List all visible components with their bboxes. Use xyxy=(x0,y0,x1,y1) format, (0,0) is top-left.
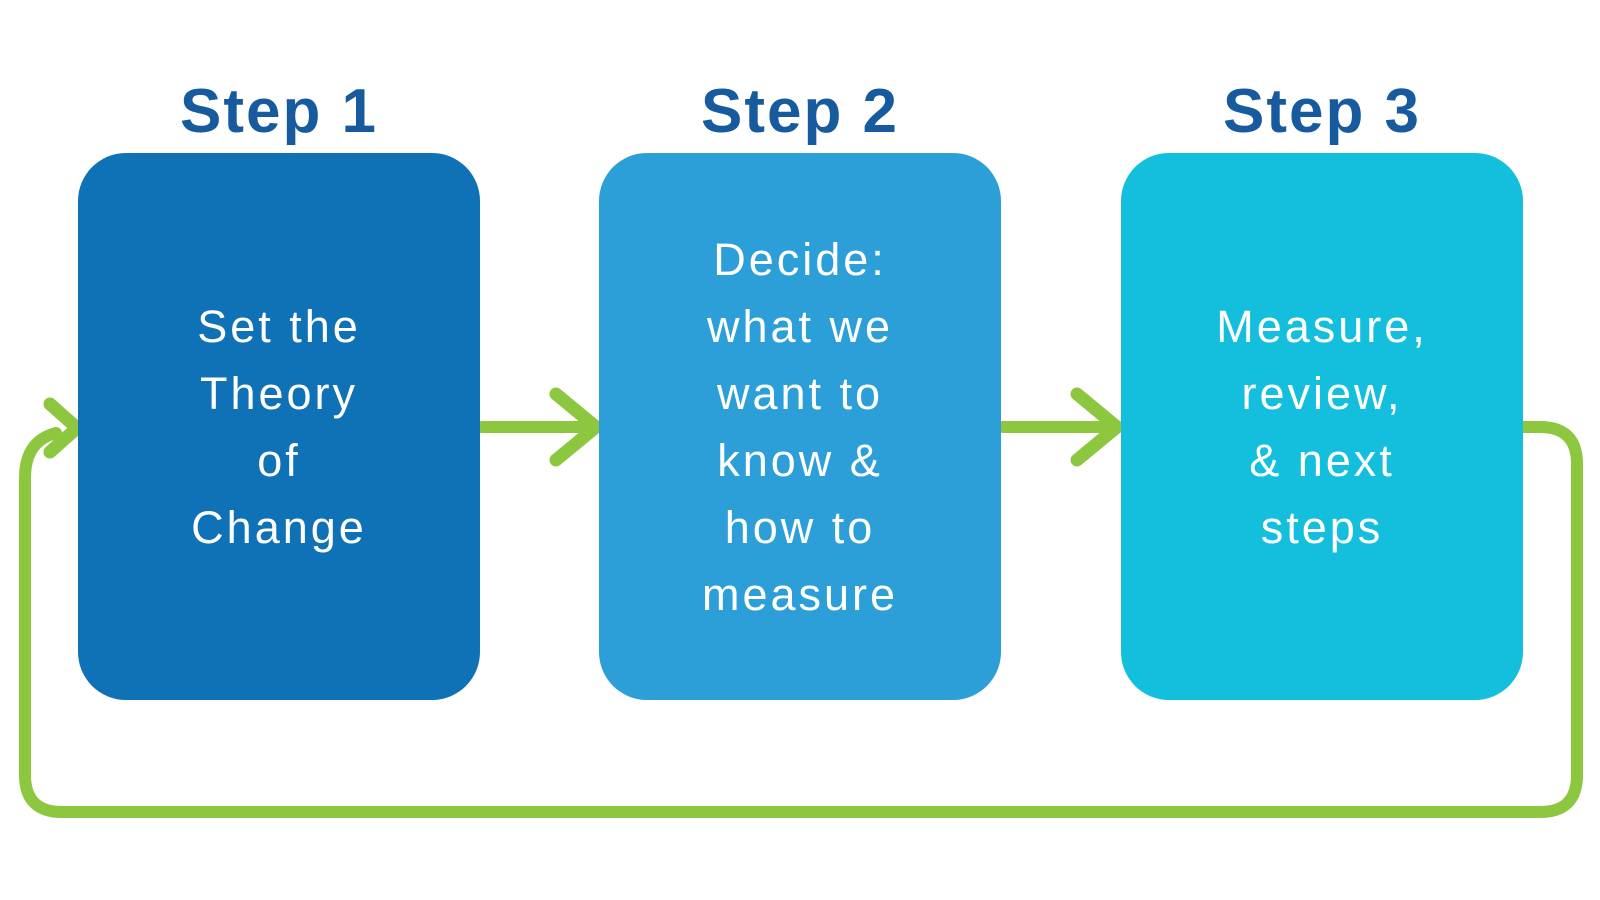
step-1-box: Set the Theory of Change xyxy=(78,153,480,700)
step-2-text-line: know & xyxy=(717,434,883,486)
step-1-group: Step 1 Set the Theory of Change xyxy=(78,70,480,700)
right-arrow-icon-step1-to-step2 xyxy=(476,387,603,467)
step-2-heading: Step 2 xyxy=(700,77,900,146)
step-3-text-line: Measure, xyxy=(1216,300,1428,352)
step-2-group: Step 2 Decide: what we want to know & ho… xyxy=(599,70,1001,700)
step-3-box: Measure, review, & next steps xyxy=(1121,153,1523,700)
step-3-group: Step 3 Measure, review, & next steps xyxy=(1121,70,1523,700)
step-2-text-line: want to xyxy=(716,367,884,419)
step-2-text-line: what we xyxy=(706,300,894,352)
step-1-heading: Step 1 xyxy=(179,77,379,146)
step-2-text-line: how to xyxy=(724,501,876,553)
step-3-text-line: & next xyxy=(1249,434,1395,486)
step-2-box: Decide: what we want to know & how to me… xyxy=(599,153,1001,700)
step-2-text-line: measure xyxy=(701,568,899,620)
step-3-text-line: review, xyxy=(1241,367,1403,419)
step-1-text-line: of xyxy=(257,434,301,486)
right-arrow-icon-step2-to-step3 xyxy=(997,387,1124,467)
step-3-text-line: steps xyxy=(1260,501,1384,553)
step-1-text-line: Set the xyxy=(197,300,361,352)
step-1-text-line: Theory xyxy=(199,367,359,419)
step-2-text-line: Decide: xyxy=(713,233,887,285)
step-3-heading: Step 3 xyxy=(1222,77,1422,146)
step-1-text-line: Change xyxy=(191,501,367,553)
